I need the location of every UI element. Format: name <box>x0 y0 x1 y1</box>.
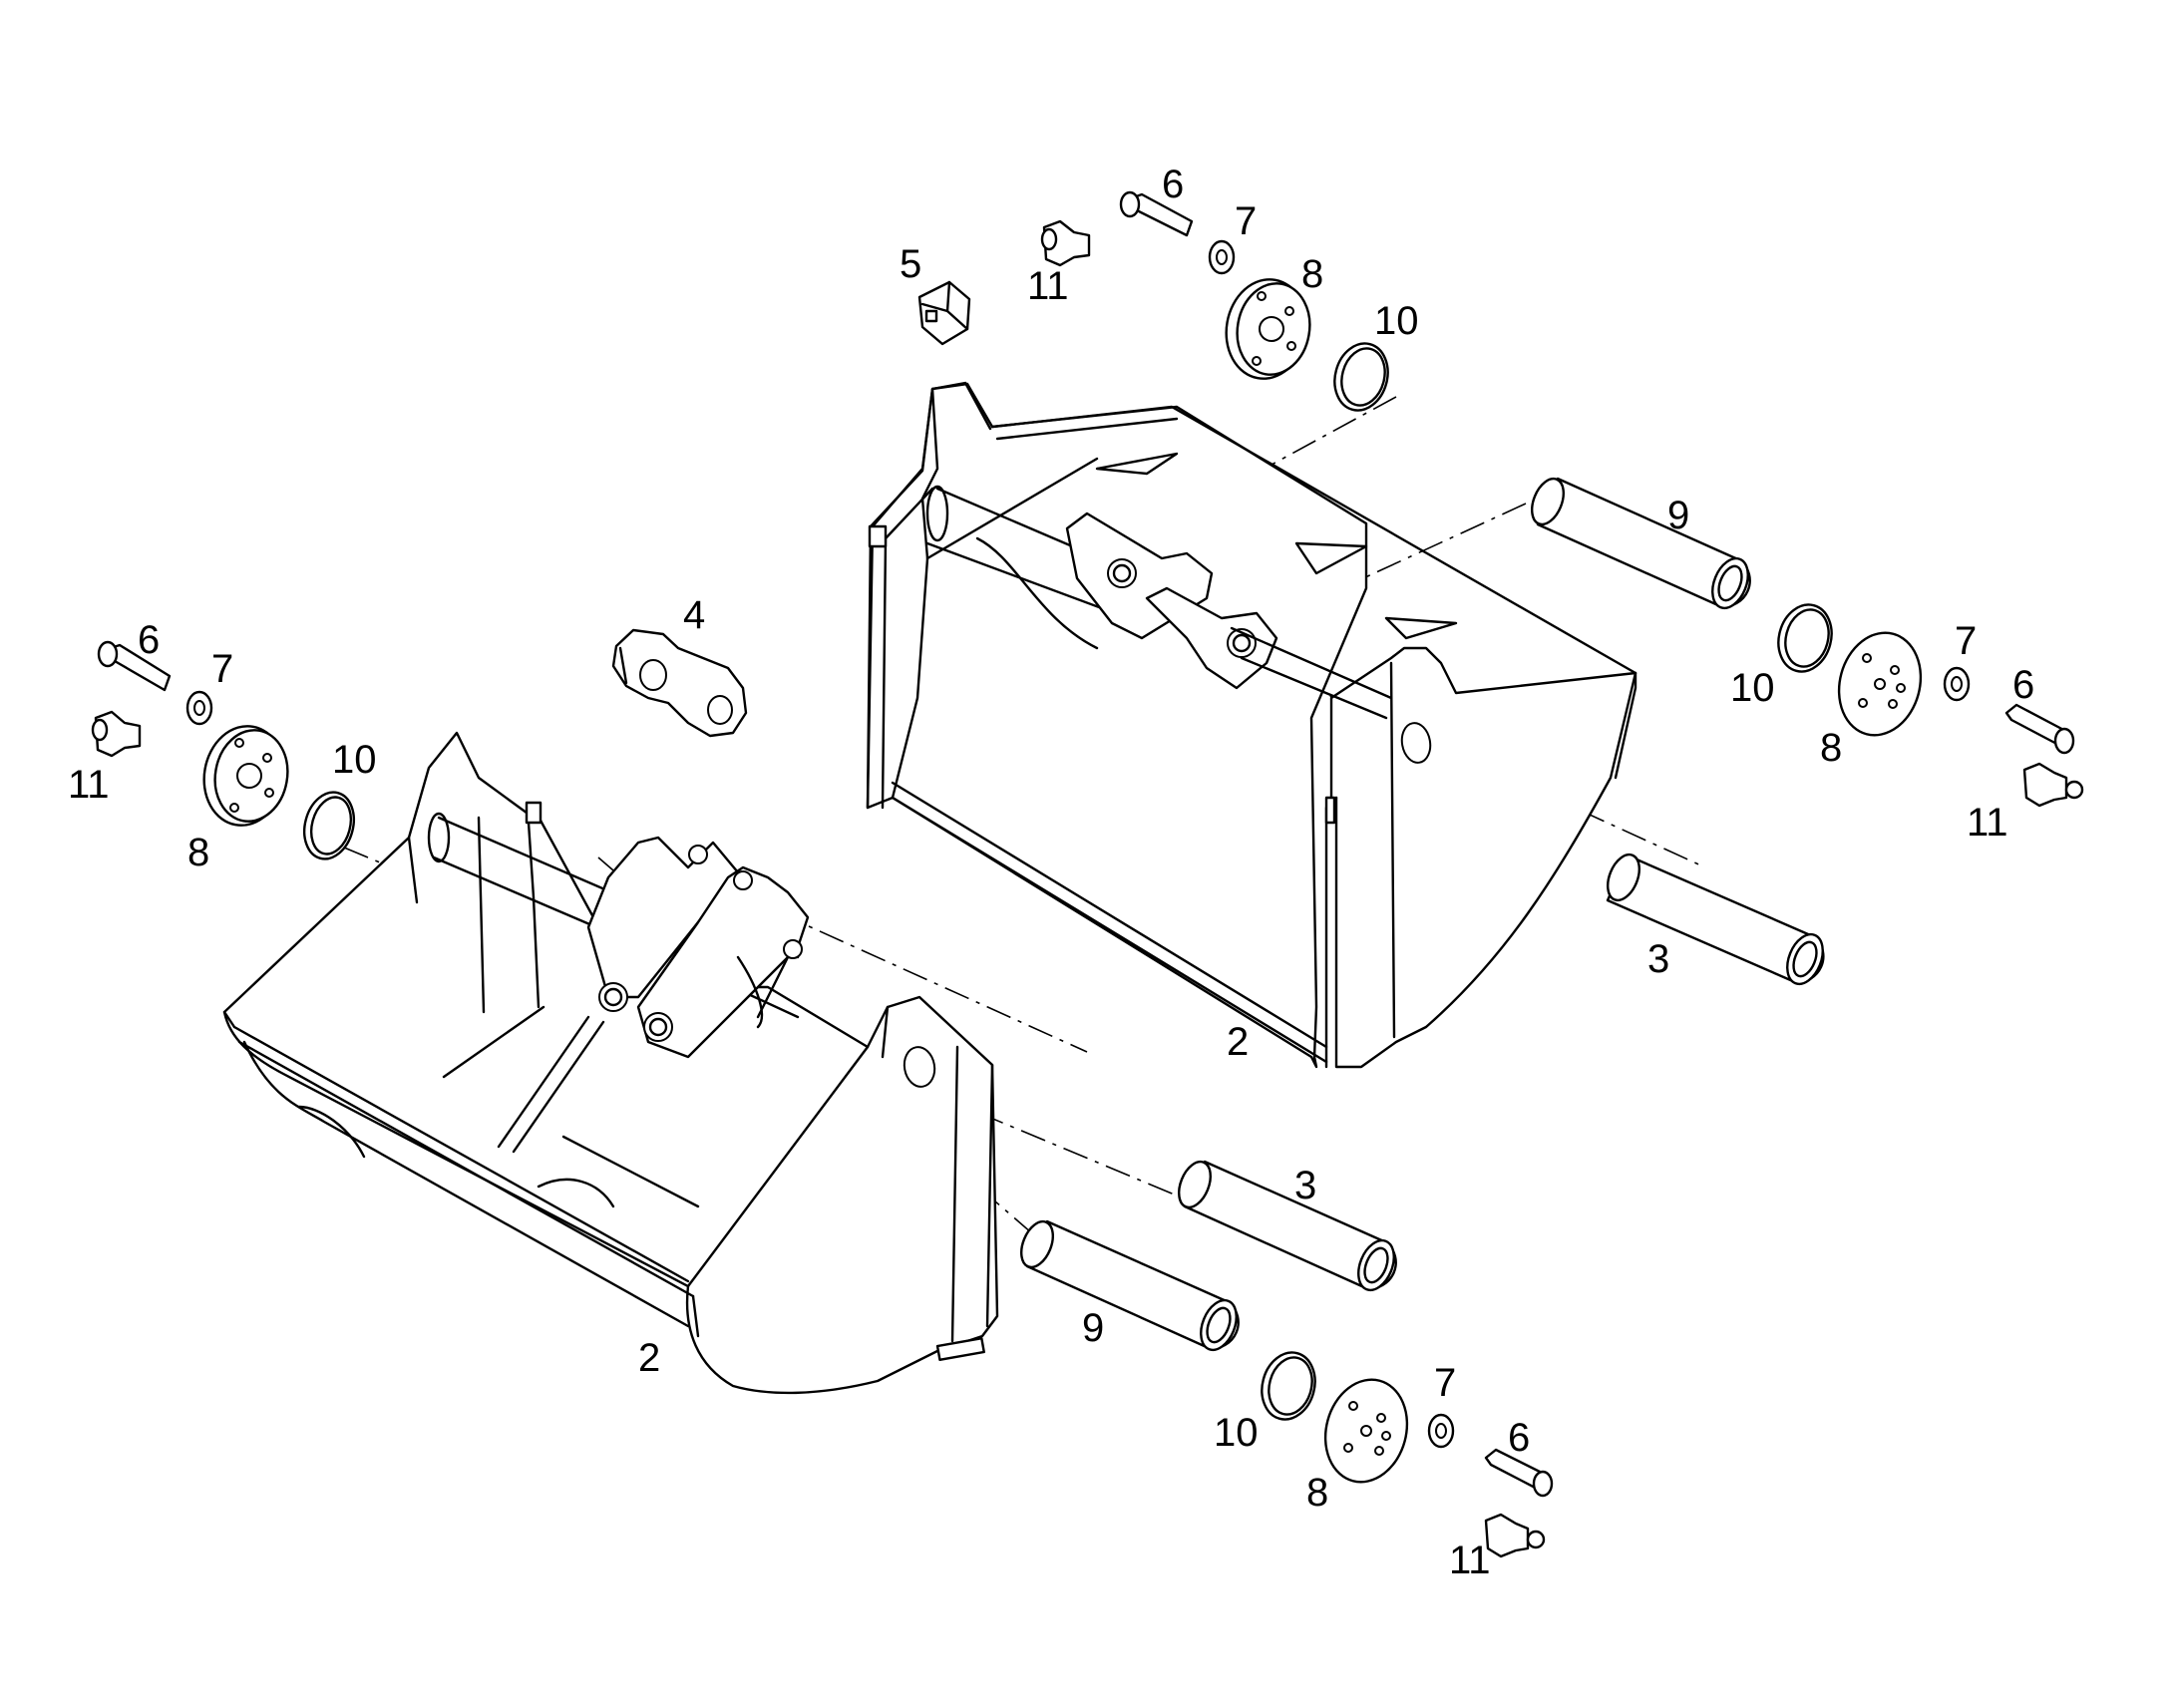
upper-bucket <box>866 381 1637 1069</box>
callout-ring-right: 10 <box>1730 666 1775 710</box>
callout-bolt-right: 6 <box>2012 663 2034 707</box>
callout-bolt-bottom: 6 <box>1508 1416 1530 1460</box>
callout-pin-lower: 3 <box>1294 1164 1316 1207</box>
hardware-top <box>1040 190 1389 412</box>
callout-bolt-left: 6 <box>138 618 160 662</box>
pin-3-upper <box>1606 853 1825 986</box>
callout-stop-block: 5 <box>900 242 921 286</box>
hardware-left <box>91 640 355 860</box>
callout-bolt-top: 6 <box>1162 163 1184 206</box>
callout-washer-top: 7 <box>1235 199 1257 243</box>
callout-pin-upper: 3 <box>1647 937 1669 981</box>
callout-washer-bottom: 7 <box>1434 1361 1456 1405</box>
callout-ring-bottom: 10 <box>1214 1411 1259 1455</box>
callout-plate-left: 8 <box>187 831 209 874</box>
callout-ring-top: 10 <box>1374 299 1419 343</box>
callout-nipple-right: 11 <box>1967 801 2008 845</box>
callout-nipple-bottom: 11 <box>1449 1538 1491 1582</box>
callout-pin-9-upper: 9 <box>1667 494 1689 537</box>
callout-plate-bottom: 8 <box>1306 1471 1328 1515</box>
callout-washer-left: 7 <box>211 647 233 691</box>
hardware-bottom <box>1261 1351 1554 1558</box>
pin-9-lower <box>1020 1219 1240 1352</box>
callout-ring-left: 10 <box>332 738 377 782</box>
link-part <box>611 628 748 738</box>
callout-upper-bucket: 2 <box>1227 1020 1249 1064</box>
callout-nipple-top: 11 <box>1027 264 1069 308</box>
callout-washer-right: 7 <box>1955 619 1977 663</box>
hardware-right <box>1777 603 2084 808</box>
callout-link: 4 <box>683 593 705 637</box>
pin-9-upper <box>1531 477 1751 610</box>
lower-bucket <box>222 731 999 1395</box>
callout-pin-9-lower: 9 <box>1082 1306 1104 1350</box>
callout-plate-right: 8 <box>1820 726 1842 770</box>
callout-labels: 2 2 3 3 4 5 6 6 6 6 7 7 7 7 8 8 8 8 9 9 … <box>68 163 2034 1582</box>
callout-plate-top: 8 <box>1301 252 1323 296</box>
stop-block <box>917 280 971 346</box>
callout-lower-bucket: 2 <box>638 1336 660 1380</box>
pin-3-lower <box>1178 1160 1397 1292</box>
callout-nipple-left: 11 <box>68 763 110 807</box>
